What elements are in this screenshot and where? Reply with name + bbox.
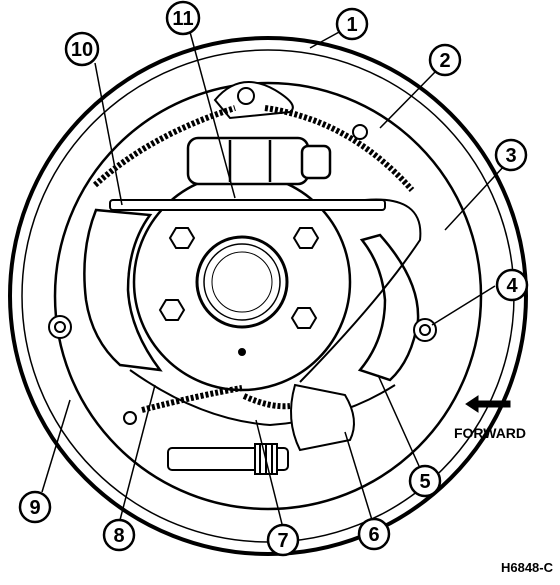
callout-8-label: 8 (113, 525, 124, 547)
lower-springs (141, 385, 291, 413)
adjuster-screw (167, 443, 289, 475)
adjuster-cable (299, 198, 422, 383)
callout-6-label: 6 (368, 524, 379, 546)
callout-6: 6 (357, 517, 391, 551)
callout-11-label: 11 (172, 8, 193, 30)
callout-9: 9 (18, 490, 52, 524)
callout-2: 2 (428, 43, 462, 77)
callout-10: 10 (64, 31, 100, 67)
adjuster-lever (290, 383, 355, 452)
figure-code: H6848-C (501, 560, 554, 575)
callout-5-label: 5 (419, 471, 430, 493)
callout-9-label: 9 (29, 497, 40, 519)
callout-8: 8 (102, 518, 136, 552)
wheel-cylinder (186, 136, 332, 186)
callout-10-label: 10 (71, 39, 93, 61)
hold-down-pins (48, 124, 437, 425)
callout-3-label: 3 (505, 145, 516, 167)
callout-2-label: 2 (439, 50, 450, 72)
callout-11: 11 (165, 0, 201, 36)
forward-arrow-icon (465, 395, 511, 413)
lug-nuts (158, 227, 320, 356)
callout-1: 1 (335, 7, 369, 41)
callout-3: 3 (494, 138, 528, 172)
callout-7-label: 7 (277, 530, 288, 552)
callout-4: 4 (495, 268, 529, 302)
forward-label: FORWARD (454, 425, 526, 441)
callout-7: 7 (266, 523, 300, 557)
upper-return-springs (92, 105, 415, 192)
leader-lines (41, 30, 506, 529)
callout-4-label: 4 (506, 275, 518, 297)
callout-1-label: 1 (346, 14, 357, 36)
adjuster-strut (109, 199, 386, 211)
callout-5: 5 (408, 464, 442, 498)
